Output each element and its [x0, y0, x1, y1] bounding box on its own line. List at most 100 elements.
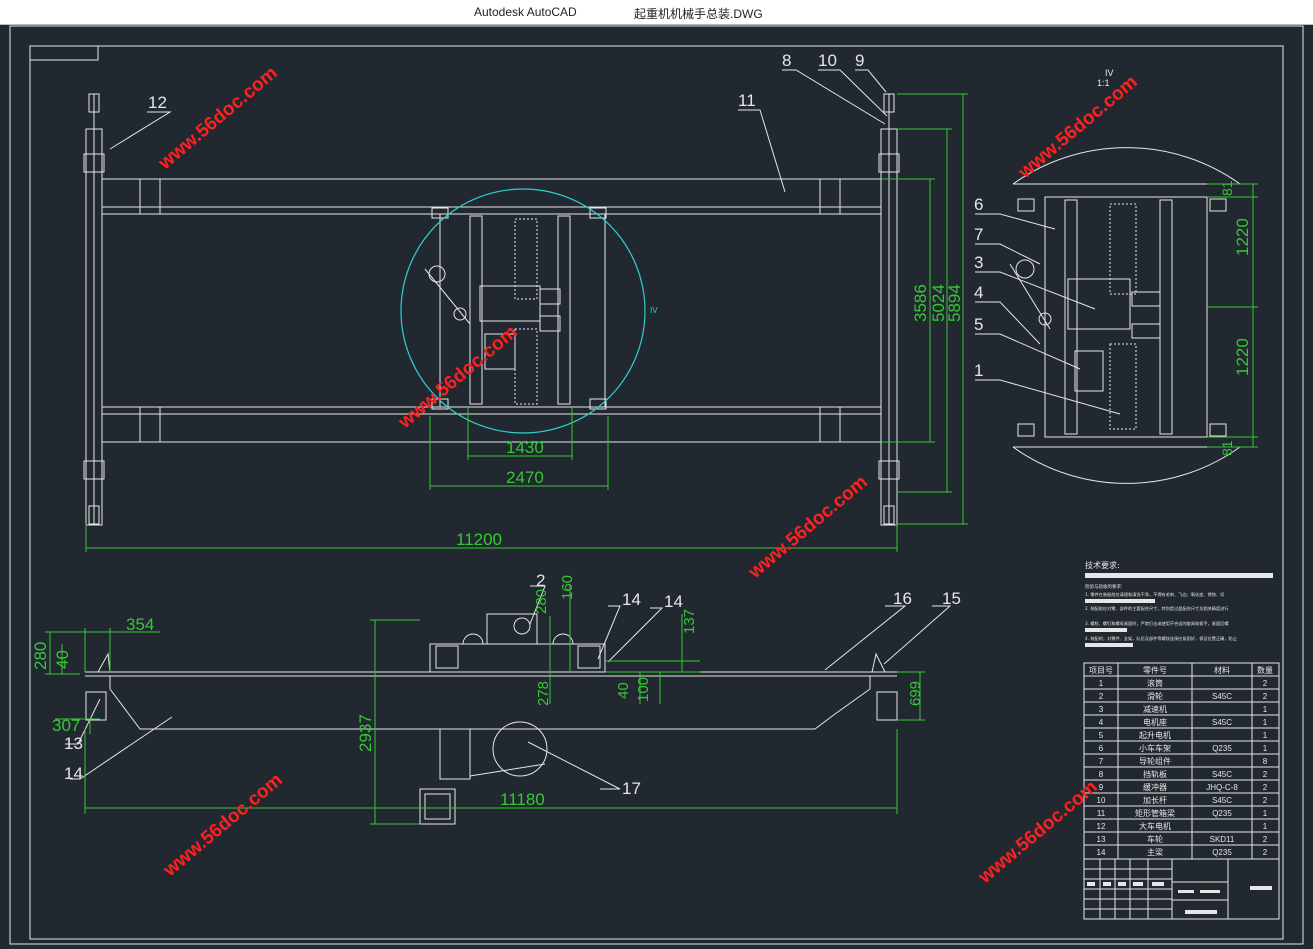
detail-scale: 1:1 [1097, 78, 1110, 88]
callout-11: 11 [738, 91, 756, 110]
bom-cell: S45C [1212, 796, 1232, 805]
tech-heading: 技术要求: [1085, 560, 1120, 570]
bom-cell: 挡轨板 [1143, 769, 1167, 779]
dim-307: 307 [52, 716, 80, 735]
corner-box [29, 45, 99, 61]
callout-2: 2 [536, 571, 545, 590]
dim-354: 354 [126, 615, 154, 634]
bom-cell: 矩形管箱梁 [1135, 808, 1175, 818]
dim-1220-bottom: 1220 [1233, 338, 1252, 376]
bom-cell: 小车车架 [1139, 743, 1171, 753]
detail-circle-label: IV [650, 306, 658, 315]
front-dimensions [45, 584, 925, 825]
document-title: 起重机机械手总装.DWG [634, 7, 763, 21]
watermark-5: www.56doc.com [159, 770, 287, 882]
tech-line-2: 2. 装配前应对零、部件的主要配合尺寸，特别是过盈配合尺寸及相关精度进行 [1085, 605, 1229, 612]
bom-cell: 电机座 [1143, 717, 1167, 727]
dim-160: 160 [559, 575, 576, 600]
dim-3586: 3586 [911, 284, 930, 322]
plan-view[interactable] [83, 93, 900, 526]
bom-cell: 1 [1263, 809, 1268, 818]
bom-cell: 2 [1263, 692, 1268, 701]
dim-40-left: 40 [53, 650, 72, 669]
dim-5894: 5894 [945, 284, 964, 322]
bom-cell: 2 [1263, 770, 1268, 779]
bom-cell: 主梁 [1147, 847, 1163, 857]
bom-cell: 4 [1099, 718, 1104, 727]
drawing-canvas[interactable]: IV 11200 1430 2470 3586 5024 5894 12 11 … [0, 24, 1313, 949]
bom-cell: JHQ-C-8 [1206, 783, 1238, 792]
bom-cell: 加长杆 [1143, 795, 1167, 805]
callout-17: 17 [622, 779, 641, 798]
bom-cell: 13 [1097, 835, 1106, 844]
bom-cell: 大车电机 [1139, 821, 1171, 831]
bom-cell: 车轮 [1147, 834, 1163, 844]
bom-cell: 8 [1263, 757, 1268, 766]
bom-cell: 1 [1263, 705, 1268, 714]
dim-278: 278 [535, 681, 552, 706]
bom-cell: Q235 [1212, 848, 1232, 857]
dim-1220-top: 1220 [1233, 218, 1252, 256]
dim-699: 699 [907, 681, 924, 706]
bom-cell: 1 [1263, 744, 1268, 753]
dim-5024: 5024 [929, 284, 948, 322]
tech-intro: 检验与验收的要求: [1085, 583, 1123, 590]
watermark-2: www.56doc.com [1014, 72, 1142, 184]
front-view[interactable] [85, 613, 898, 825]
bom-cell: 1 [1263, 731, 1268, 740]
bom-header: 材料 [1214, 665, 1230, 675]
bom-cell: 5 [1099, 731, 1104, 740]
bom-header: 项目号 [1089, 666, 1113, 675]
tech-line-1: 1. 零件在装配前应清理和清洗干净，不得有毛刺、飞边、氧化皮、锈蚀、切 [1085, 591, 1224, 598]
callout-1: 1 [974, 361, 983, 380]
bom-cell: 10 [1097, 796, 1106, 805]
bom-header: 数量 [1257, 665, 1273, 675]
bom-cell: Q235 [1212, 744, 1232, 753]
app-title: Autodesk AutoCAD [474, 5, 577, 19]
bom-cell: 8 [1099, 770, 1104, 779]
callout-8: 8 [782, 51, 791, 70]
detail-circle-iv[interactable] [400, 188, 646, 434]
bom-cell: 6 [1099, 744, 1104, 753]
bom-cell: 2 [1263, 835, 1268, 844]
bom-cell: S45C [1212, 770, 1232, 779]
bom-cell: 2 [1099, 692, 1104, 701]
plan-leaders [109, 69, 888, 193]
outer-border [9, 25, 1304, 945]
bom-cell: 缓冲器 [1143, 782, 1167, 792]
bom-cell: 2 [1263, 783, 1268, 792]
callout-10: 10 [818, 51, 837, 70]
watermark-6: www.56doc.com [974, 777, 1102, 889]
bom-cell: 12 [1097, 822, 1106, 831]
title-bar: Autodesk AutoCAD 起重机机械手总装.DWG [0, 0, 1313, 25]
bom-cell: 2 [1263, 796, 1268, 805]
tech-line-4: 4. 装配时，对零件、支架，队伍及部件等螺纹连接应紧固好，保证位置正确，防止 [1085, 635, 1237, 642]
dim-137: 137 [681, 609, 698, 634]
title-block [1083, 858, 1280, 920]
callout-5: 5 [974, 315, 983, 334]
tech-line-3: 3. 螺栓、螺钉和螺母紧固时，严禁打击或使用不合适的旋具和扳手，紧固后螺 [1085, 620, 1229, 627]
bom-cell: 7 [1099, 757, 1104, 766]
bom-cell: 14 [1097, 848, 1106, 857]
dim-2470: 2470 [506, 468, 544, 487]
bom-cell: 起升电机 [1139, 730, 1171, 740]
dim-11200: 11200 [456, 530, 502, 549]
bom-table [1083, 662, 1280, 860]
bom-cell: 2 [1263, 848, 1268, 857]
detail-dimensions [1207, 183, 1258, 448]
detail-view[interactable] [975, 147, 1241, 484]
bom-cell: 1 [1099, 679, 1104, 688]
bom-cell: 9 [1099, 783, 1104, 792]
callout-14-mid: 14 [622, 590, 641, 609]
bom-cell: SKD11 [1210, 835, 1235, 844]
dim-11180: 11180 [500, 790, 545, 809]
front-leaders [65, 585, 952, 790]
watermark-1: www.56doc.com [154, 63, 282, 175]
callout-14-left: 14 [64, 764, 83, 783]
callout-15: 15 [942, 589, 961, 608]
dim-2937: 2937 [356, 714, 375, 752]
bom-cell: 导轮组件 [1139, 756, 1171, 766]
bom-cell: 滑轮 [1147, 691, 1163, 701]
callout-9: 9 [855, 51, 864, 70]
dim-81-top: 81 [1219, 180, 1235, 196]
